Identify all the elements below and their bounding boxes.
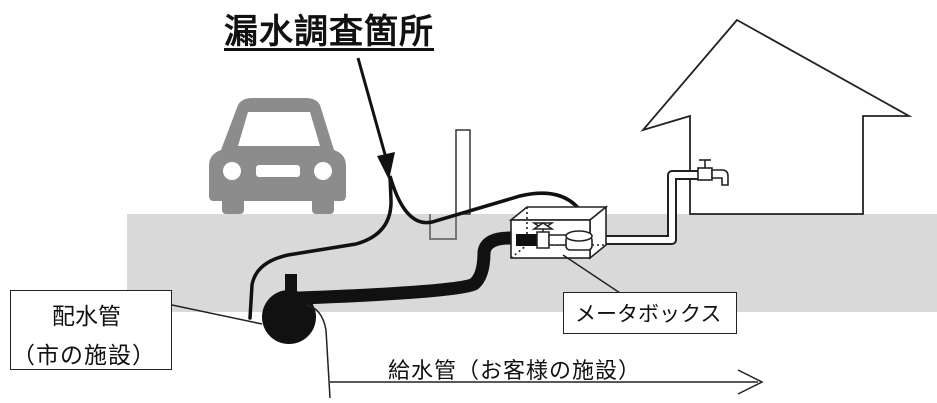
faucet-icon	[697, 159, 729, 186]
car-icon	[209, 98, 346, 214]
service-extent-arrow	[305, 304, 764, 399]
house-icon	[640, 18, 913, 215]
survey-cable	[248, 175, 592, 320]
title-pointer-line	[356, 57, 388, 159]
distribution-pipe-leader	[171, 304, 263, 325]
valve-icon	[531, 222, 555, 249]
distribution-pipe-callout	[10, 290, 172, 370]
survey-post	[455, 129, 471, 215]
distribution-main	[262, 290, 316, 344]
service-pipe-label: 給水管（お客様の施設）	[388, 359, 642, 384]
title-pointer-head	[377, 152, 395, 180]
meter-box-callout	[563, 292, 737, 334]
service-pipe	[293, 231, 527, 305]
meter-pipe	[516, 234, 538, 246]
meter-box	[508, 205, 609, 260]
diagram-title: 漏水調査箇所	[224, 12, 434, 52]
distribution-pipe-owner: （市の施設）	[12, 343, 156, 369]
survey-pit	[429, 214, 457, 240]
meter-box-leader	[562, 254, 621, 294]
distribution-pipe-label: 配水管	[52, 304, 121, 330]
meter-box-label: メータボックス	[575, 302, 722, 326]
water-meter-icon	[565, 230, 593, 251]
